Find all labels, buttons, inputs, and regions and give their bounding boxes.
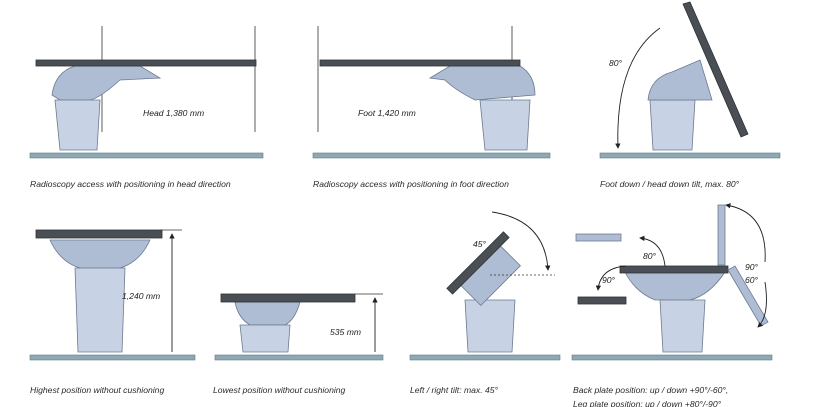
table-pillar <box>54 99 101 151</box>
dimension-label: Head 1,380 mm <box>143 108 204 118</box>
table-joint <box>624 271 726 301</box>
table-pillar <box>239 324 291 353</box>
back-up-arrow <box>725 203 766 263</box>
table-pillar <box>74 267 126 353</box>
floor <box>409 354 561 361</box>
caption: Leg plate position: up / down +80°/-90° <box>573 399 722 407</box>
table-joint <box>234 301 301 326</box>
table-pillar <box>479 99 531 151</box>
panel-foot-direction: Foot 1,420 mm Radioscopy access with pos… <box>312 26 551 189</box>
leg-down-arrow <box>595 265 627 291</box>
leg-plate-down <box>577 296 627 305</box>
table-joint <box>428 65 536 101</box>
panel-plate-positions: 80° 90° 90° 60° Back plate position: up … <box>571 203 773 407</box>
angle-label: 90° <box>745 262 759 272</box>
table-pillar <box>464 299 516 353</box>
floor <box>599 152 781 159</box>
floor <box>571 354 773 361</box>
table-pillar <box>659 299 706 353</box>
panel-lowest: 535 mm Lowest position without cushionin… <box>213 293 384 395</box>
table-top <box>319 59 521 67</box>
back-plate-down <box>727 265 769 327</box>
table-top <box>220 293 356 303</box>
panel-lateral-tilt: 45° Left / right tilt: max. 45° <box>409 211 561 395</box>
caption: Foot down / head down tilt, max. 80° <box>600 179 740 189</box>
caption: Lowest position without cushioning <box>213 385 346 395</box>
panel-highest: 1,240 mm Highest position without cushio… <box>29 229 196 395</box>
tilt-arrow <box>615 27 661 149</box>
table-top <box>35 59 257 67</box>
table-pillar <box>649 99 696 151</box>
table-top <box>619 265 729 274</box>
caption: Highest position without cushioning <box>30 385 164 395</box>
angle-label: 80° <box>643 251 657 261</box>
table-top <box>446 231 510 295</box>
table-joint <box>49 239 151 269</box>
leg-up-arrow <box>639 235 666 267</box>
panel-tilt-80: 80° Foot down / head down tilt, max. 80° <box>599 1 781 189</box>
floor <box>29 152 264 159</box>
dimension-label: Foot 1,420 mm <box>358 108 416 118</box>
panel-head-direction: Head 1,380 mm Radioscopy access with pos… <box>29 26 264 189</box>
back-down-arrow <box>757 281 767 328</box>
caption: Left / right tilt: max. 45° <box>410 385 499 395</box>
angle-label: 60° <box>745 275 759 285</box>
angle-label: 90° <box>602 275 616 285</box>
caption: Back plate position: up / down +90°/-60°… <box>573 385 728 395</box>
dimension-label: 535 mm <box>330 327 361 337</box>
angle-label: 45° <box>473 239 487 249</box>
table-top <box>35 229 163 239</box>
table-joint <box>51 65 162 101</box>
table-joint <box>647 59 713 101</box>
floor <box>312 152 551 159</box>
back-plate-up <box>717 204 726 266</box>
dimension-label: 1,240 mm <box>122 291 160 301</box>
caption: Radioscopy access with positioning in fo… <box>313 179 509 189</box>
tilt-arrow <box>491 211 551 271</box>
floor <box>29 354 196 361</box>
floor <box>214 354 384 361</box>
leg-plate-up <box>575 233 622 242</box>
table-top <box>682 1 749 138</box>
caption: Radioscopy access with positioning in he… <box>30 179 231 189</box>
angle-label: 80° <box>609 58 623 68</box>
